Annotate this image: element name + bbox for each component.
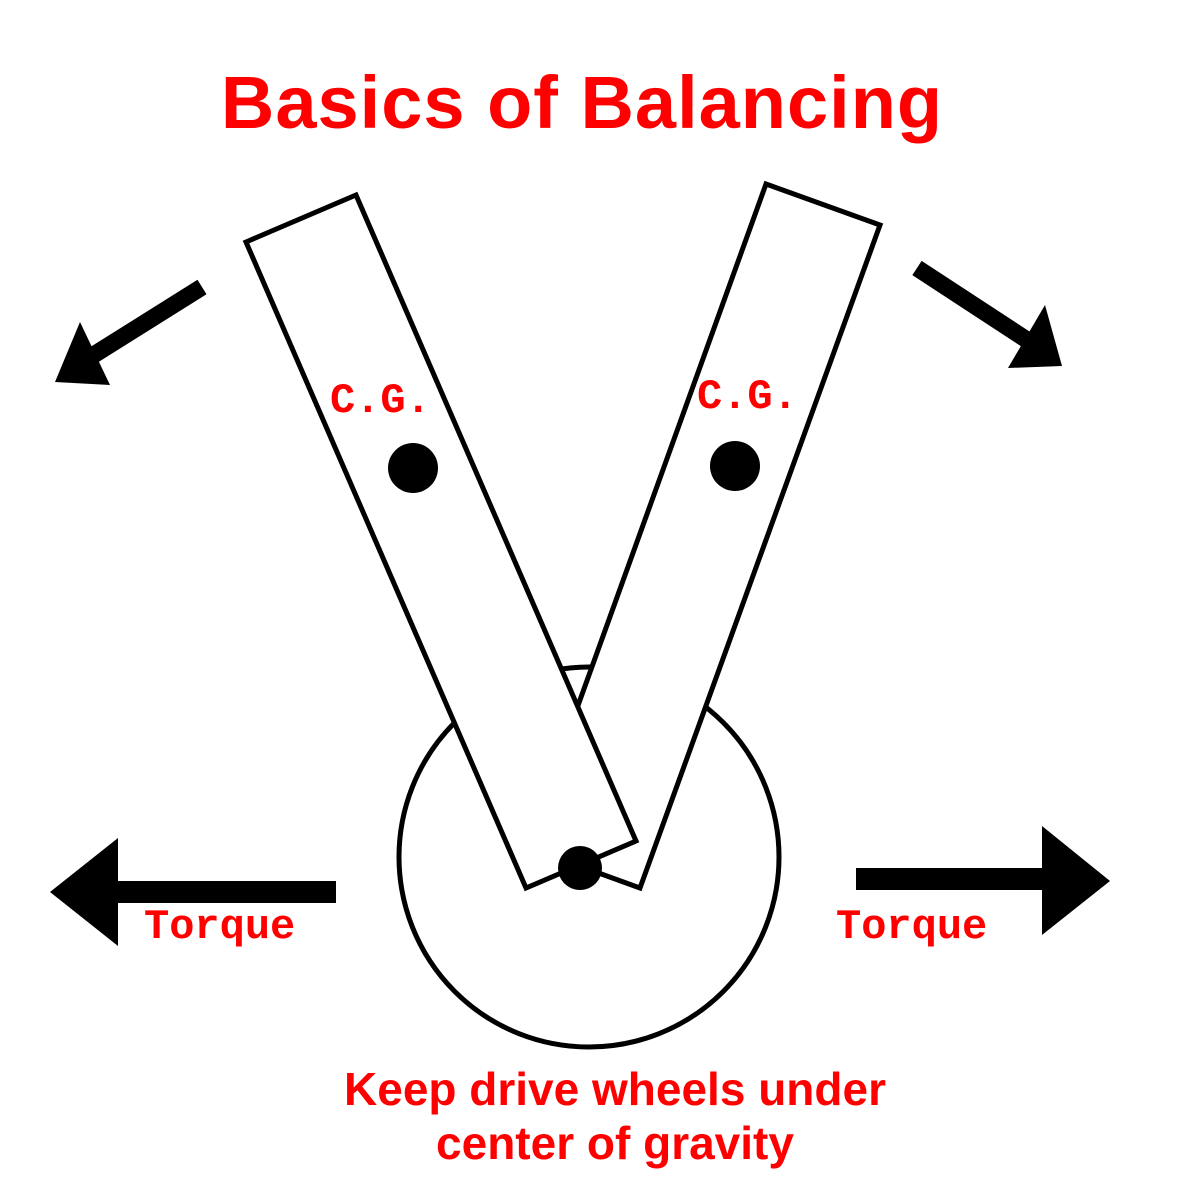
right-torque-arrow [856,826,1110,935]
right-cg-dot [710,441,760,491]
left-torque-label: Torque [144,903,296,951]
left-cg-label: C.G. [330,377,431,425]
diagram-caption: Keep drive wheels under center of gravit… [0,1062,1200,1171]
left-torque-arrow [50,838,336,946]
caption-line-2: center of gravity [436,1117,794,1170]
diagram-title: Basics of Balancing [220,61,944,144]
left-tip-arrow [55,279,207,385]
right-tip-arrow [912,260,1062,368]
caption-line-1: Keep drive wheels under [344,1063,886,1115]
right-torque-label: Torque [836,903,988,951]
left-beam [242,191,640,892]
right-cg-label: C.G. [697,373,798,421]
right-beam [523,180,884,892]
left-cg-dot [388,443,438,493]
axle-pivot-dot [558,846,602,890]
